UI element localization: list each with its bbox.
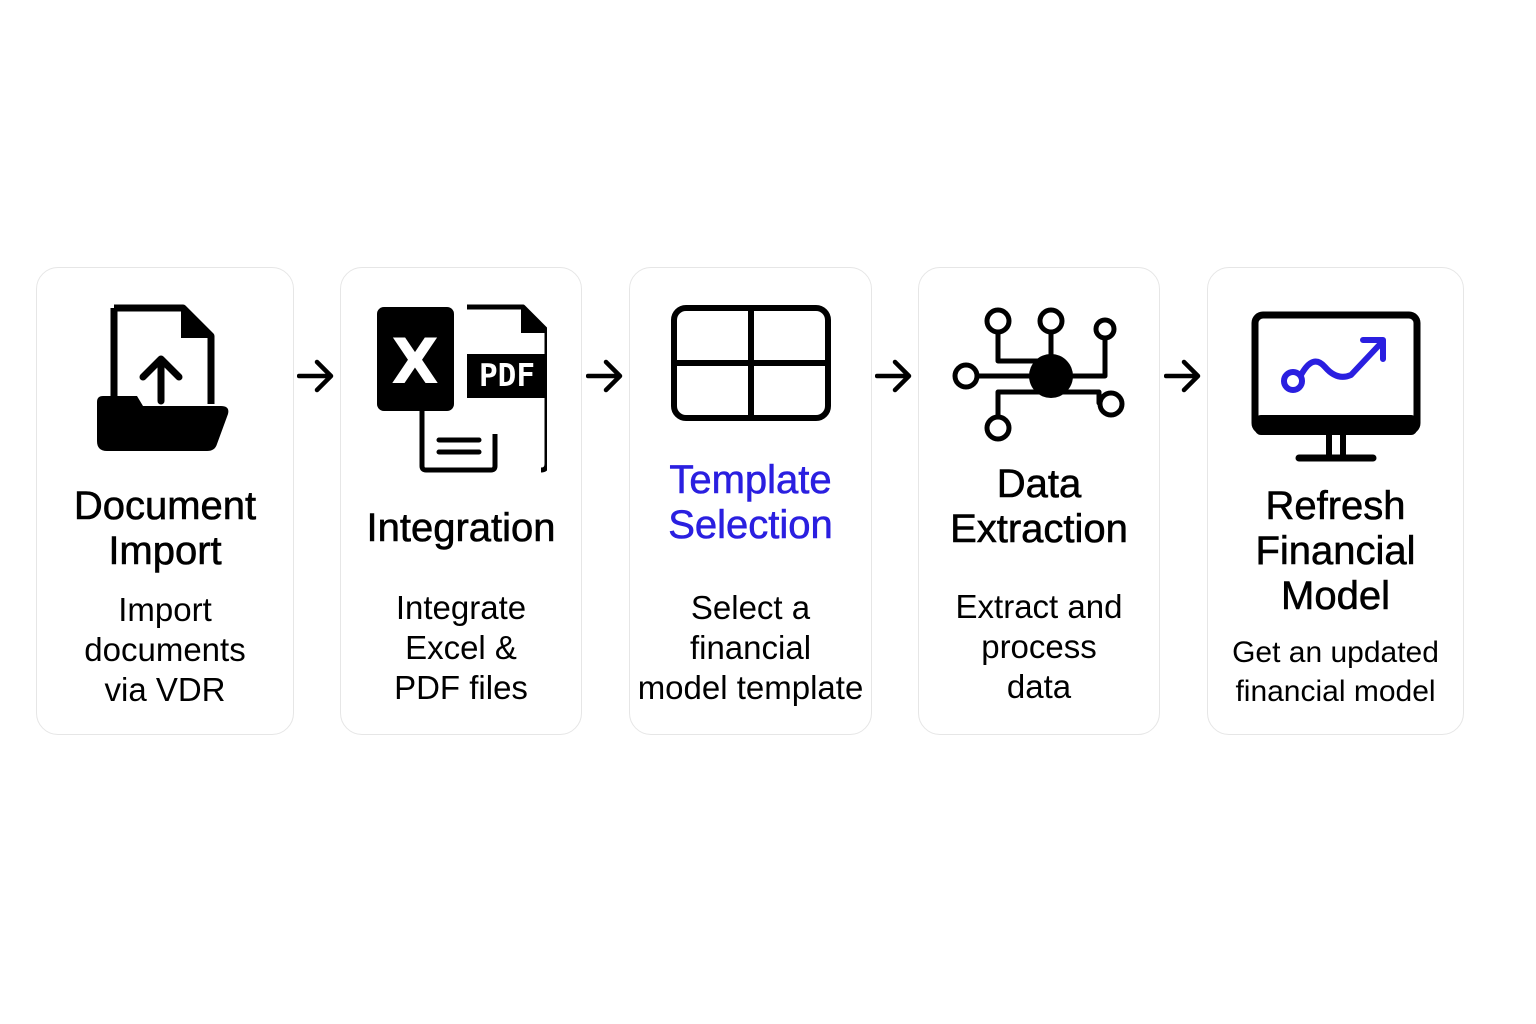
title-line: Extraction: [950, 507, 1128, 552]
folder-upload-icon: [37, 304, 293, 454]
step-card-data-extraction: Data Extraction Extract and process data: [918, 267, 1160, 735]
pdf-label: PDF: [479, 358, 535, 394]
step-title: Refresh Financial Model: [1208, 484, 1463, 619]
title-line: Integration: [366, 506, 556, 551]
step-card-integration: PDF X Integration Integrate Excel & PDF …: [340, 267, 582, 735]
title-line: Refresh: [1265, 484, 1406, 529]
title-line: Model: [1281, 574, 1391, 619]
desc-line: Import: [118, 591, 212, 628]
step-description: Select a financial model template: [630, 588, 871, 708]
arrow-right-icon: [297, 359, 334, 393]
title-line: Selection: [668, 503, 833, 548]
title-line: Import: [108, 529, 222, 574]
desc-line: Select a: [690, 589, 811, 626]
title-line: Financial: [1255, 529, 1416, 574]
step-description: Integrate Excel & PDF files: [341, 588, 581, 708]
desc-line: model template: [637, 669, 864, 706]
step-description: Import documents via VDR: [37, 590, 293, 710]
desc-line: PDF files: [394, 669, 528, 706]
desc-line: process: [981, 628, 1097, 665]
desc-line: documents: [84, 631, 246, 668]
step-title: Document Import: [37, 484, 293, 574]
desc-line: financial model: [1235, 675, 1436, 708]
step-card-template-selection: Template Selection Select a financial mo…: [629, 267, 872, 735]
data-network-icon: [919, 306, 1159, 442]
arrow-right-icon: [586, 359, 623, 393]
step-card-document-import: Document Import Import documents via VDR: [36, 267, 294, 735]
step-title: Template Selection: [630, 458, 871, 548]
title-line: Template: [669, 458, 832, 503]
desc-line: financial: [689, 629, 812, 666]
arrow-right-icon: [875, 359, 912, 393]
step-title: Data Extraction: [919, 462, 1159, 552]
arrow-right-icon: [1164, 359, 1201, 393]
step-card-refresh-financial-model: Refresh Financial Model Get an updated f…: [1207, 267, 1464, 735]
desc-line: via VDR: [104, 671, 226, 708]
template-grid-icon: [630, 304, 871, 422]
step-title: Integration: [341, 506, 581, 551]
step-description: Extract and process data: [919, 587, 1159, 707]
desc-line: data: [1006, 668, 1072, 705]
desc-line: Integrate: [395, 589, 527, 626]
excel-pdf-icon: PDF X: [341, 304, 581, 474]
title-line: Data: [996, 462, 1082, 507]
title-line: Document: [73, 484, 257, 529]
desc-line: Extract and: [955, 588, 1123, 625]
desc-line: Excel &: [405, 629, 517, 666]
monitor-chart-icon: [1208, 311, 1463, 463]
excel-label: X: [391, 325, 439, 398]
desc-line: Get an updated: [1232, 636, 1439, 669]
step-description: Get an updated financial model: [1208, 633, 1463, 711]
